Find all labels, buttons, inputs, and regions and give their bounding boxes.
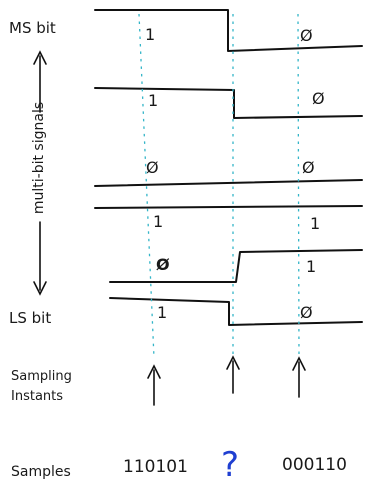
ls-bit-label: LS bit (9, 309, 51, 327)
sample-value-last: 000110 (282, 455, 347, 475)
bit-value: 1 (148, 91, 158, 110)
bit-value: 1 (306, 257, 316, 276)
multi-bit-signals-label: multi-bit signals (31, 102, 47, 214)
bit-value: Ø (312, 89, 325, 108)
instants-label: Instants (11, 389, 63, 404)
sample-value-first: 110101 (123, 457, 188, 477)
bit-value: Ø (300, 303, 313, 322)
bit-value: 1 (153, 212, 163, 231)
sampling-line-1 (138, 13, 155, 359)
waveform-bit-6 (109, 297, 363, 326)
waveform-bit-2 (94, 87, 363, 119)
sample-value-unknown: ? (221, 445, 239, 485)
sampling-line-3 (297, 13, 300, 359)
bit-value: 1 (145, 25, 155, 44)
bit-value: Ø (146, 158, 159, 177)
waveform-bit-5 (109, 249, 363, 283)
waveform-bit-4 (94, 205, 363, 209)
ms-bit-label: MS bit (9, 19, 56, 37)
sampling-arrow-1-head (147, 364, 161, 379)
signals-axis: multi-bit signals (31, 50, 47, 296)
sampling-arrows (147, 355, 306, 406)
bit-value: Ø (300, 26, 313, 45)
sampling-label: Sampling (11, 369, 72, 384)
bit-value: 1 (310, 214, 320, 233)
down-arrow-head (33, 281, 47, 296)
waveform-bit-1 (94, 9, 363, 52)
sampling-arrow-2-head (226, 355, 240, 370)
bit-value: 1 (157, 303, 167, 322)
waveform-bit-3 (94, 179, 363, 187)
bit-value: Ø (302, 158, 315, 177)
samples-label: Samples (11, 464, 71, 480)
up-arrow-head (33, 50, 47, 65)
bit-value: Ø (156, 255, 170, 274)
sampling-arrow-3-head (292, 356, 306, 371)
